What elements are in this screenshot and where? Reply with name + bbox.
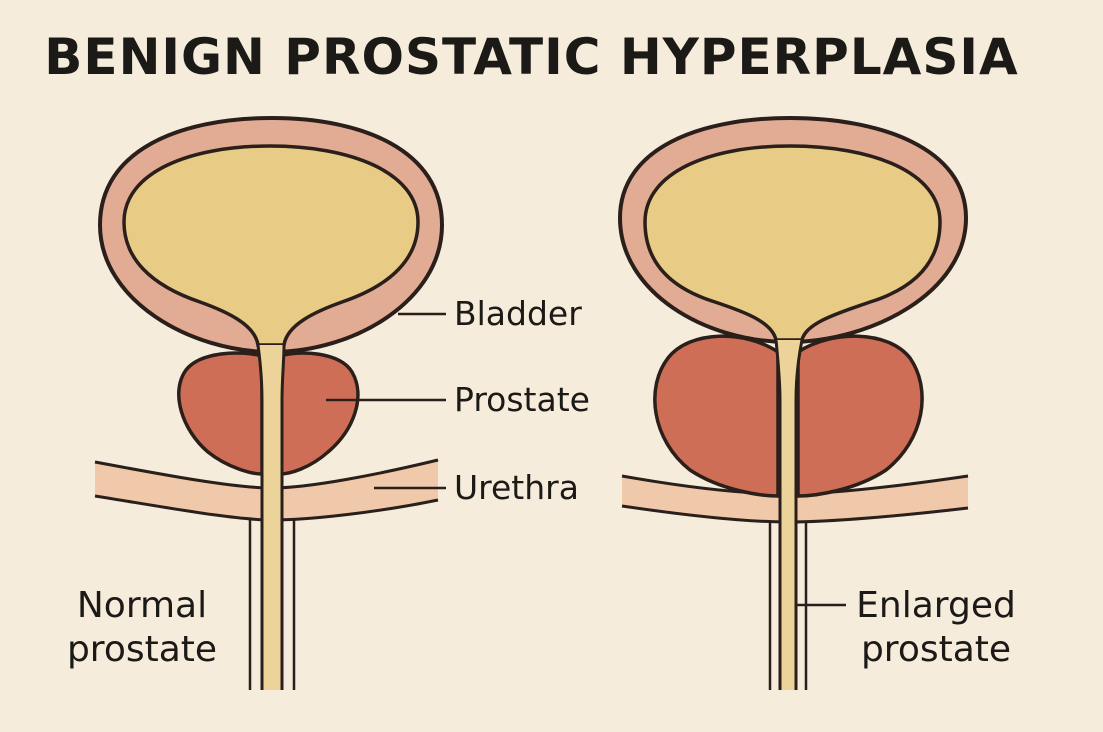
label-leader-lines (326, 312, 846, 607)
prostate-label: Prostate (454, 380, 590, 419)
enlarged-caption-line2: prostate (860, 629, 1012, 670)
urethra-label: Urethra (454, 468, 579, 507)
normal-bladder-lumen (122, 144, 420, 347)
normal-prostate-caption: Normal prostate (52, 584, 232, 672)
diagram-title: BENIGN PROSTATIC HYPERPLASIA (44, 28, 1019, 86)
normal-urethra (258, 345, 284, 690)
normal-prostate-anatomy (94, 115, 445, 690)
normal-caption-line2: prostate (66, 629, 218, 670)
enlarged-prostate-right-lobe (796, 334, 924, 498)
bladder-label: Bladder (454, 294, 582, 333)
enlarged-caption-line1: Enlarged (856, 585, 1016, 626)
normal-caption-line1: Normal (76, 585, 208, 626)
enlarged-prostate-left-lobe (653, 334, 780, 498)
normal-prostate-left-lobe (177, 351, 264, 476)
normal-prostate-right-lobe (278, 351, 360, 476)
enlarged-prostate-anatomy (617, 115, 969, 690)
enlarged-prostate-caption: Enlarged prostate (846, 584, 1026, 672)
enlarged-bladder-lumen (643, 144, 942, 342)
